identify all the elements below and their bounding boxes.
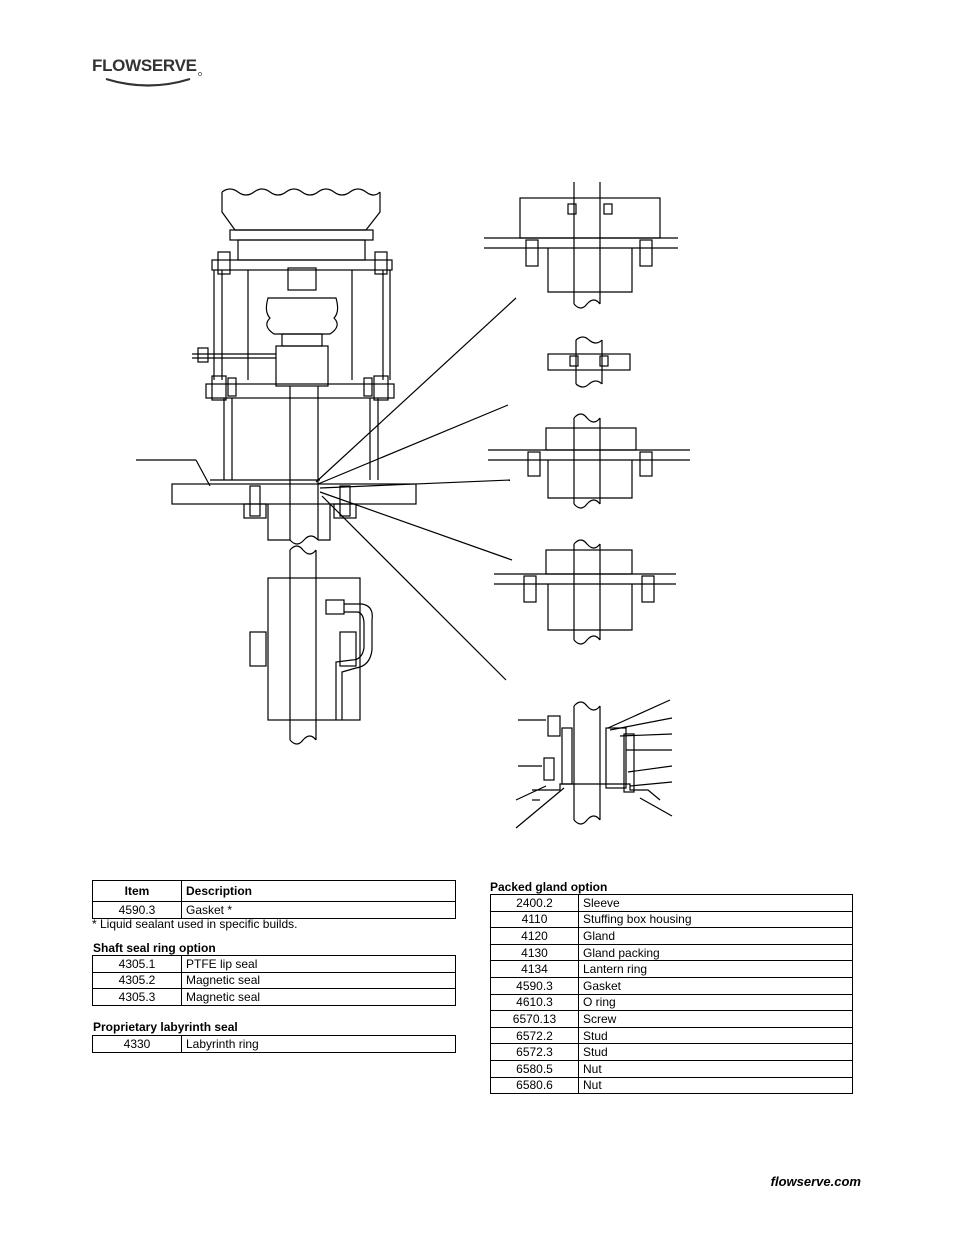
website-link[interactable]: flowserve.com (770, 1174, 861, 1189)
item-description: Gasket * (181, 901, 456, 919)
item-number: 4590.3 (92, 901, 182, 919)
table-row: 4590.3 Gasket * (92, 901, 456, 919)
item-number: 4305.3 (92, 988, 182, 1006)
item-number: 4610.3 (490, 993, 579, 1012)
parts-table-main: Item Description 4590.3 Gasket * (92, 880, 456, 919)
shaft-seal-heading: Shaft seal ring option (93, 941, 216, 955)
detail-labyrinth (494, 539, 676, 645)
table-row: 4330 Labyrinth ring (92, 1035, 456, 1053)
detail-lip-seal (484, 182, 678, 309)
item-description: PTFE lip seal (181, 955, 456, 973)
parts-table-labyrinth: 4330 Labyrinth ring (92, 1035, 456, 1053)
item-description: Stud (578, 1043, 853, 1061)
table-header-row: Item Description (92, 880, 456, 902)
item-description: Sleeve (578, 894, 853, 912)
item-number: 4330 (92, 1035, 182, 1053)
table-row: 4305.2 Magnetic seal (92, 971, 456, 990)
item-number: 6572.2 (490, 1026, 579, 1045)
table-row: 4305.3 Magnetic seal (92, 988, 456, 1006)
item-description: Lantern ring (578, 960, 853, 978)
detail-lip-seal-small (547, 336, 631, 388)
item-description: Gasket (578, 976, 853, 995)
packed-gland-heading: Packed gland option (490, 880, 608, 894)
detail-packed-gland (515, 699, 673, 829)
item-description: Stuffing box housing (578, 910, 853, 929)
parts-table-shaft-seal: 4305.1 PTFE lip seal 4305.2 Magnetic sea… (92, 955, 456, 1006)
item-description: Screw (578, 1010, 853, 1028)
item-number: 4130 (490, 943, 579, 962)
item-number: 4120 (490, 927, 579, 945)
flowserve-logo-mark (105, 72, 202, 87)
item-number: 4590.3 (490, 976, 579, 995)
item-number: 4134 (490, 960, 579, 978)
item-description: Stud (578, 1026, 853, 1045)
detail-magnetic-seal (488, 413, 690, 509)
item-description: Labyrinth ring (181, 1035, 456, 1053)
item-number: 2400.2 (490, 894, 579, 912)
flowserve-logo: FLOWSERVE (92, 52, 204, 88)
item-number: 6570.13 (490, 1010, 579, 1028)
main-assembly (136, 188, 517, 745)
table-row: 4305.1 PTFE lip seal (92, 955, 456, 973)
header-description: Description (181, 880, 456, 902)
labyrinth-heading: Proprietary labyrinth seal (93, 1020, 238, 1034)
item-description: Gland packing (578, 943, 853, 962)
item-description: Gland (578, 927, 853, 945)
item-description: Nut (578, 1076, 853, 1095)
item-number: 6572.3 (490, 1043, 579, 1061)
item-description: Nut (578, 1059, 853, 1078)
item-number: 4305.2 (92, 971, 182, 990)
brand-name: FLOWSERVE (92, 56, 197, 75)
item-number: 6580.5 (490, 1059, 579, 1078)
item-number: 6580.6 (490, 1076, 579, 1095)
item-number: 4305.1 (92, 955, 182, 973)
item-description: O ring (578, 993, 853, 1012)
header-item: Item (92, 880, 182, 902)
item-number: 4110 (490, 910, 579, 929)
sealant-note: * Liquid sealant used in specific builds… (92, 917, 298, 931)
item-description: Magnetic seal (181, 971, 456, 990)
sealing-arrangement-drawing (136, 182, 690, 829)
item-description: Magnetic seal (181, 988, 456, 1006)
